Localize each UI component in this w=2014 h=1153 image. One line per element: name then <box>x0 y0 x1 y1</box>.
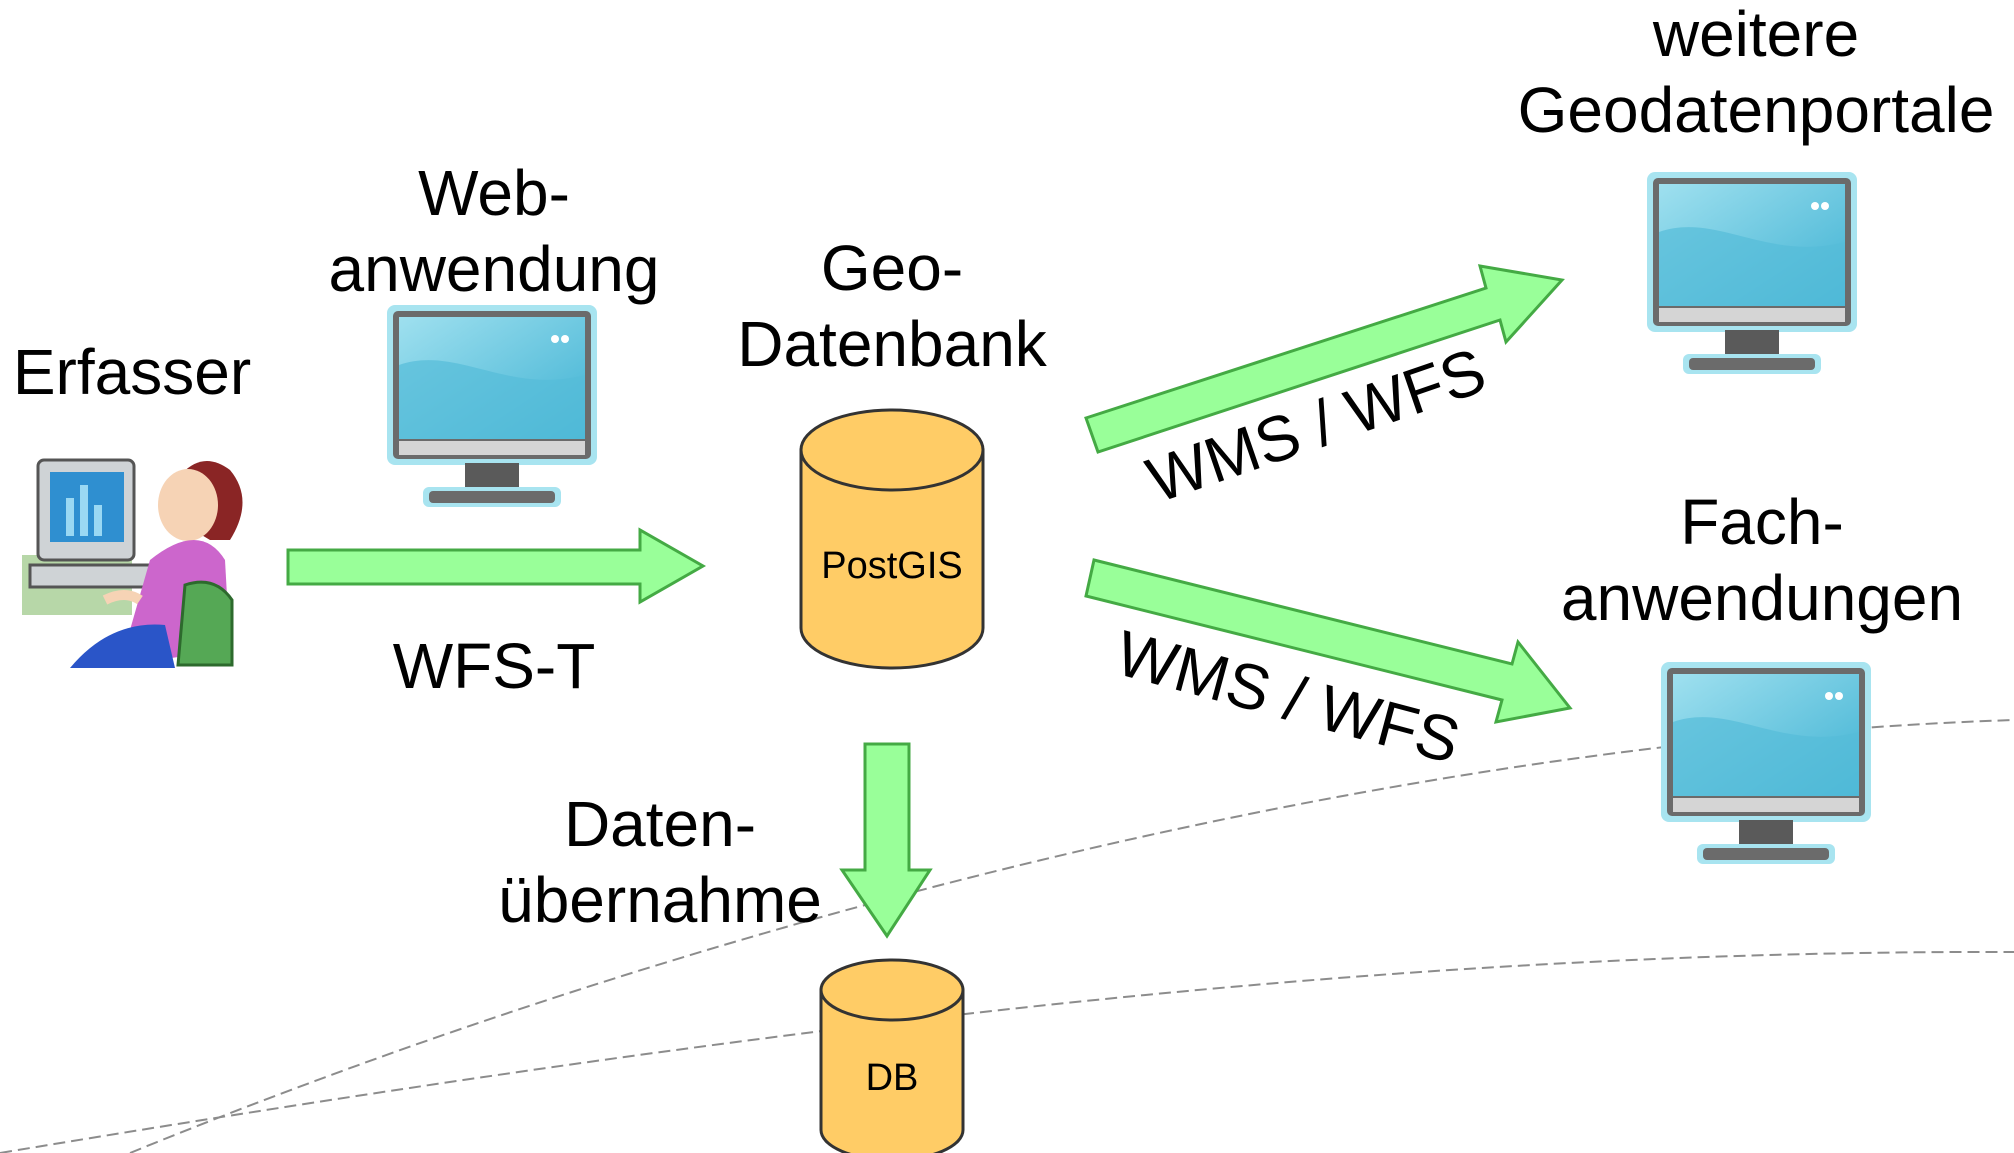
geodatenportale-monitor-icon <box>1647 172 1857 374</box>
webanwendung-label-line1: Web- <box>418 157 570 229</box>
db-label: DB <box>866 1057 919 1099</box>
erfasser-label: Erfasser <box>12 336 252 408</box>
geodatenportale-label-line2: Geodatenportale <box>1517 74 1995 146</box>
datenuebernahme-label: Daten- übernahme <box>498 786 822 938</box>
wfs-t-label: WFS-T <box>392 630 596 702</box>
datenuebernahme-label-line2: übernahme <box>498 864 822 936</box>
fachanwendungen-label-line2: anwendungen <box>1560 562 1964 634</box>
postgis-label: PostGIS <box>821 545 963 587</box>
geodatenbank-label: Geo- Datenbank <box>737 230 1047 382</box>
datenuebernahme-arrow <box>839 742 933 939</box>
fachanwendungen-label-line1: Fach- <box>1680 486 1844 558</box>
geodatenportale-label: weitere Geodatenportale <box>1518 0 1995 148</box>
erfasser-figure <box>22 458 243 668</box>
webanwendung-label: Web- anwendung <box>329 155 660 307</box>
geodatenbank-label-line2: Datenbank <box>737 308 1047 380</box>
webanwendung-label-line2: anwendung <box>328 233 660 305</box>
wms-wfs-lower-arrow <box>1084 558 1573 724</box>
postgis-cylinder <box>799 408 985 670</box>
dashed-curve-lower <box>0 950 2014 1153</box>
geodatenportale-label-line1: weitere <box>1652 0 1860 70</box>
fachanwendungen-label: Fach- anwendungen <box>1561 484 1963 636</box>
fachanwendungen-monitor-icon <box>1661 662 1871 864</box>
wfs-t-arrow <box>286 527 707 605</box>
geodatenbank-label-line1: Geo- <box>820 232 964 304</box>
wms-wfs-upper-arrow <box>1084 264 1565 454</box>
datenuebernahme-label-line1: Daten- <box>563 788 757 860</box>
webanwendung-monitor-icon <box>387 305 597 507</box>
db-cylinder <box>819 958 965 1153</box>
